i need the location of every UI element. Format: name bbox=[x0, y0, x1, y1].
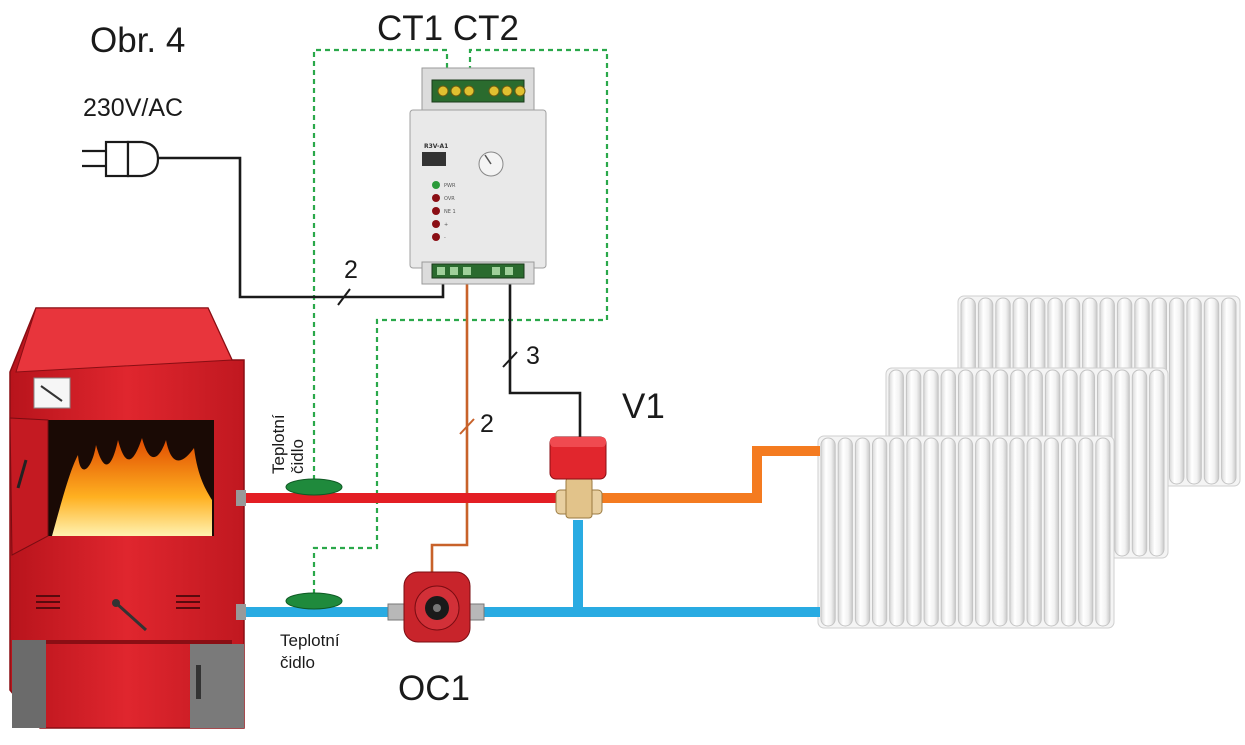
pump-label: OC1 bbox=[398, 669, 470, 708]
radiator-fin bbox=[975, 437, 991, 627]
sensor-return-label-1: Teplotní bbox=[280, 631, 340, 650]
radiator-fin bbox=[1095, 437, 1111, 627]
radiator-fin bbox=[992, 437, 1008, 627]
radiator-fin bbox=[957, 437, 974, 627]
radiator-fin bbox=[872, 437, 888, 627]
led-label: - bbox=[444, 235, 446, 241]
radiator-fin bbox=[1078, 437, 1094, 627]
radiator-fin bbox=[1009, 437, 1025, 627]
pipes bbox=[240, 446, 820, 617]
sensor-return-label-2: čidlo bbox=[280, 653, 315, 672]
led-label: PWR bbox=[444, 183, 456, 189]
power-label: 230V/AC bbox=[83, 94, 183, 122]
radiator-fin bbox=[820, 437, 836, 627]
radiator-front bbox=[817, 435, 1115, 629]
led-label: NE 1 bbox=[444, 209, 456, 215]
radiator-fin bbox=[1203, 297, 1220, 485]
radiator-fin bbox=[923, 437, 939, 627]
radiator-fin bbox=[1169, 297, 1185, 485]
power-wire-count: 2 bbox=[344, 256, 358, 284]
boiler bbox=[9, 307, 246, 729]
valve-wire-count: 3 bbox=[526, 342, 540, 370]
radiator-fin bbox=[1221, 297, 1237, 485]
led-label: + bbox=[444, 222, 448, 228]
sensor-wiring bbox=[312, 48, 609, 596]
circulation-pump bbox=[387, 571, 485, 643]
radiator-fin bbox=[1026, 437, 1042, 627]
mixing-valve bbox=[549, 436, 607, 519]
sensor-inputs-label: CT1 CT2 bbox=[377, 9, 519, 48]
power-wire bbox=[158, 156, 445, 306]
radiator-fin bbox=[1061, 437, 1077, 627]
sensor-supply-label-2: čidlo bbox=[288, 439, 307, 474]
status-leds: PWR OVR NE 1 + - bbox=[432, 181, 456, 241]
valve-label: V1 bbox=[622, 387, 665, 426]
radiator-fin bbox=[1131, 369, 1148, 557]
pump-wire-count: 2 bbox=[480, 410, 494, 438]
power-plug-icon bbox=[82, 140, 160, 178]
radiator-fin bbox=[1149, 369, 1165, 557]
radiator-fin bbox=[837, 437, 853, 627]
radiator-fin bbox=[1114, 369, 1130, 557]
radiator-fin bbox=[1186, 297, 1202, 485]
valve-wire bbox=[502, 270, 582, 437]
controller-model: R3V-A1 bbox=[424, 143, 448, 150]
radiator-fin bbox=[906, 437, 922, 627]
radiator-fin bbox=[940, 437, 956, 627]
radiator-fin bbox=[1043, 437, 1060, 627]
sensor-return bbox=[285, 592, 343, 610]
sensor-supply bbox=[285, 478, 343, 496]
radiator-fin bbox=[854, 437, 871, 627]
fire-icon bbox=[52, 438, 212, 536]
led-label: OVR bbox=[444, 196, 455, 202]
radiator-fin bbox=[889, 437, 905, 627]
controller-unit: R3V-A1 PWR OVR NE 1 + - bbox=[409, 67, 547, 285]
sensor-supply-label-1: Teplotní bbox=[269, 414, 288, 474]
pump-wire bbox=[430, 270, 475, 573]
figure-title: Obr. 4 bbox=[90, 21, 185, 60]
